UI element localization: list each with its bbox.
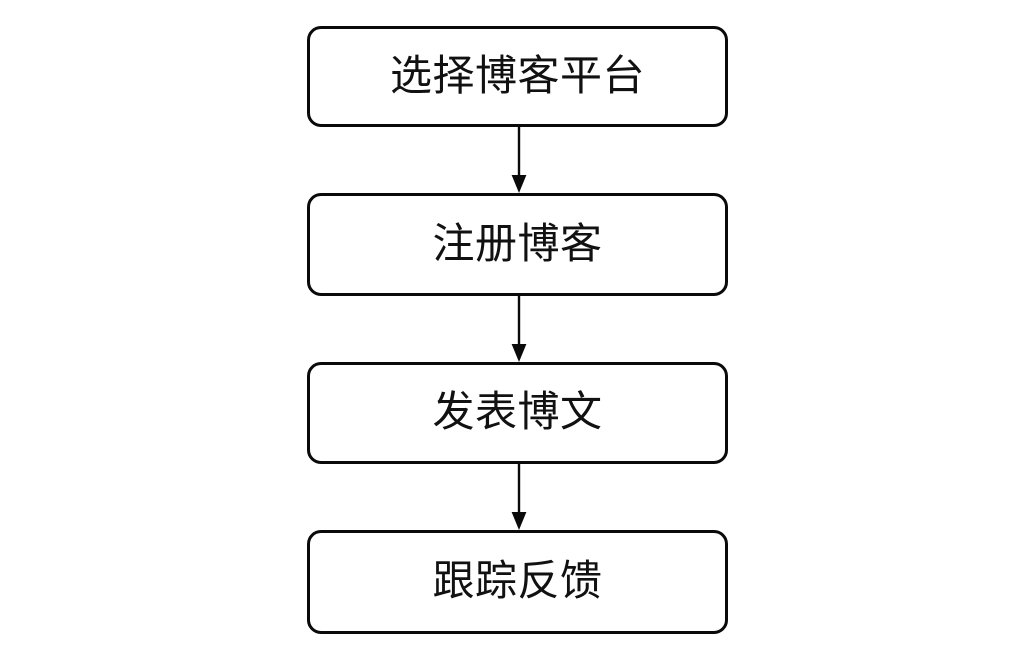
arrow-down-icon [504,127,534,194]
flowchart-node-label: 选择博客平台 [389,53,645,100]
flowchart-node-label: 跟踪反馈 [432,559,603,605]
flowchart-node-register-blog[interactable]: 注册博客 [307,193,728,296]
flowchart-node-track-feedback[interactable]: 跟踪反馈 [307,530,728,634]
arrow-down-icon [504,296,534,363]
arrow-down-icon [504,464,534,531]
flowchart-node-label: 注册博客 [432,221,603,268]
flowchart-node-select-platform[interactable]: 选择博客平台 [307,26,728,127]
flowchart-node-publish-post[interactable]: 发表博文 [307,362,728,464]
flowchart-node-label: 发表博文 [432,390,603,436]
